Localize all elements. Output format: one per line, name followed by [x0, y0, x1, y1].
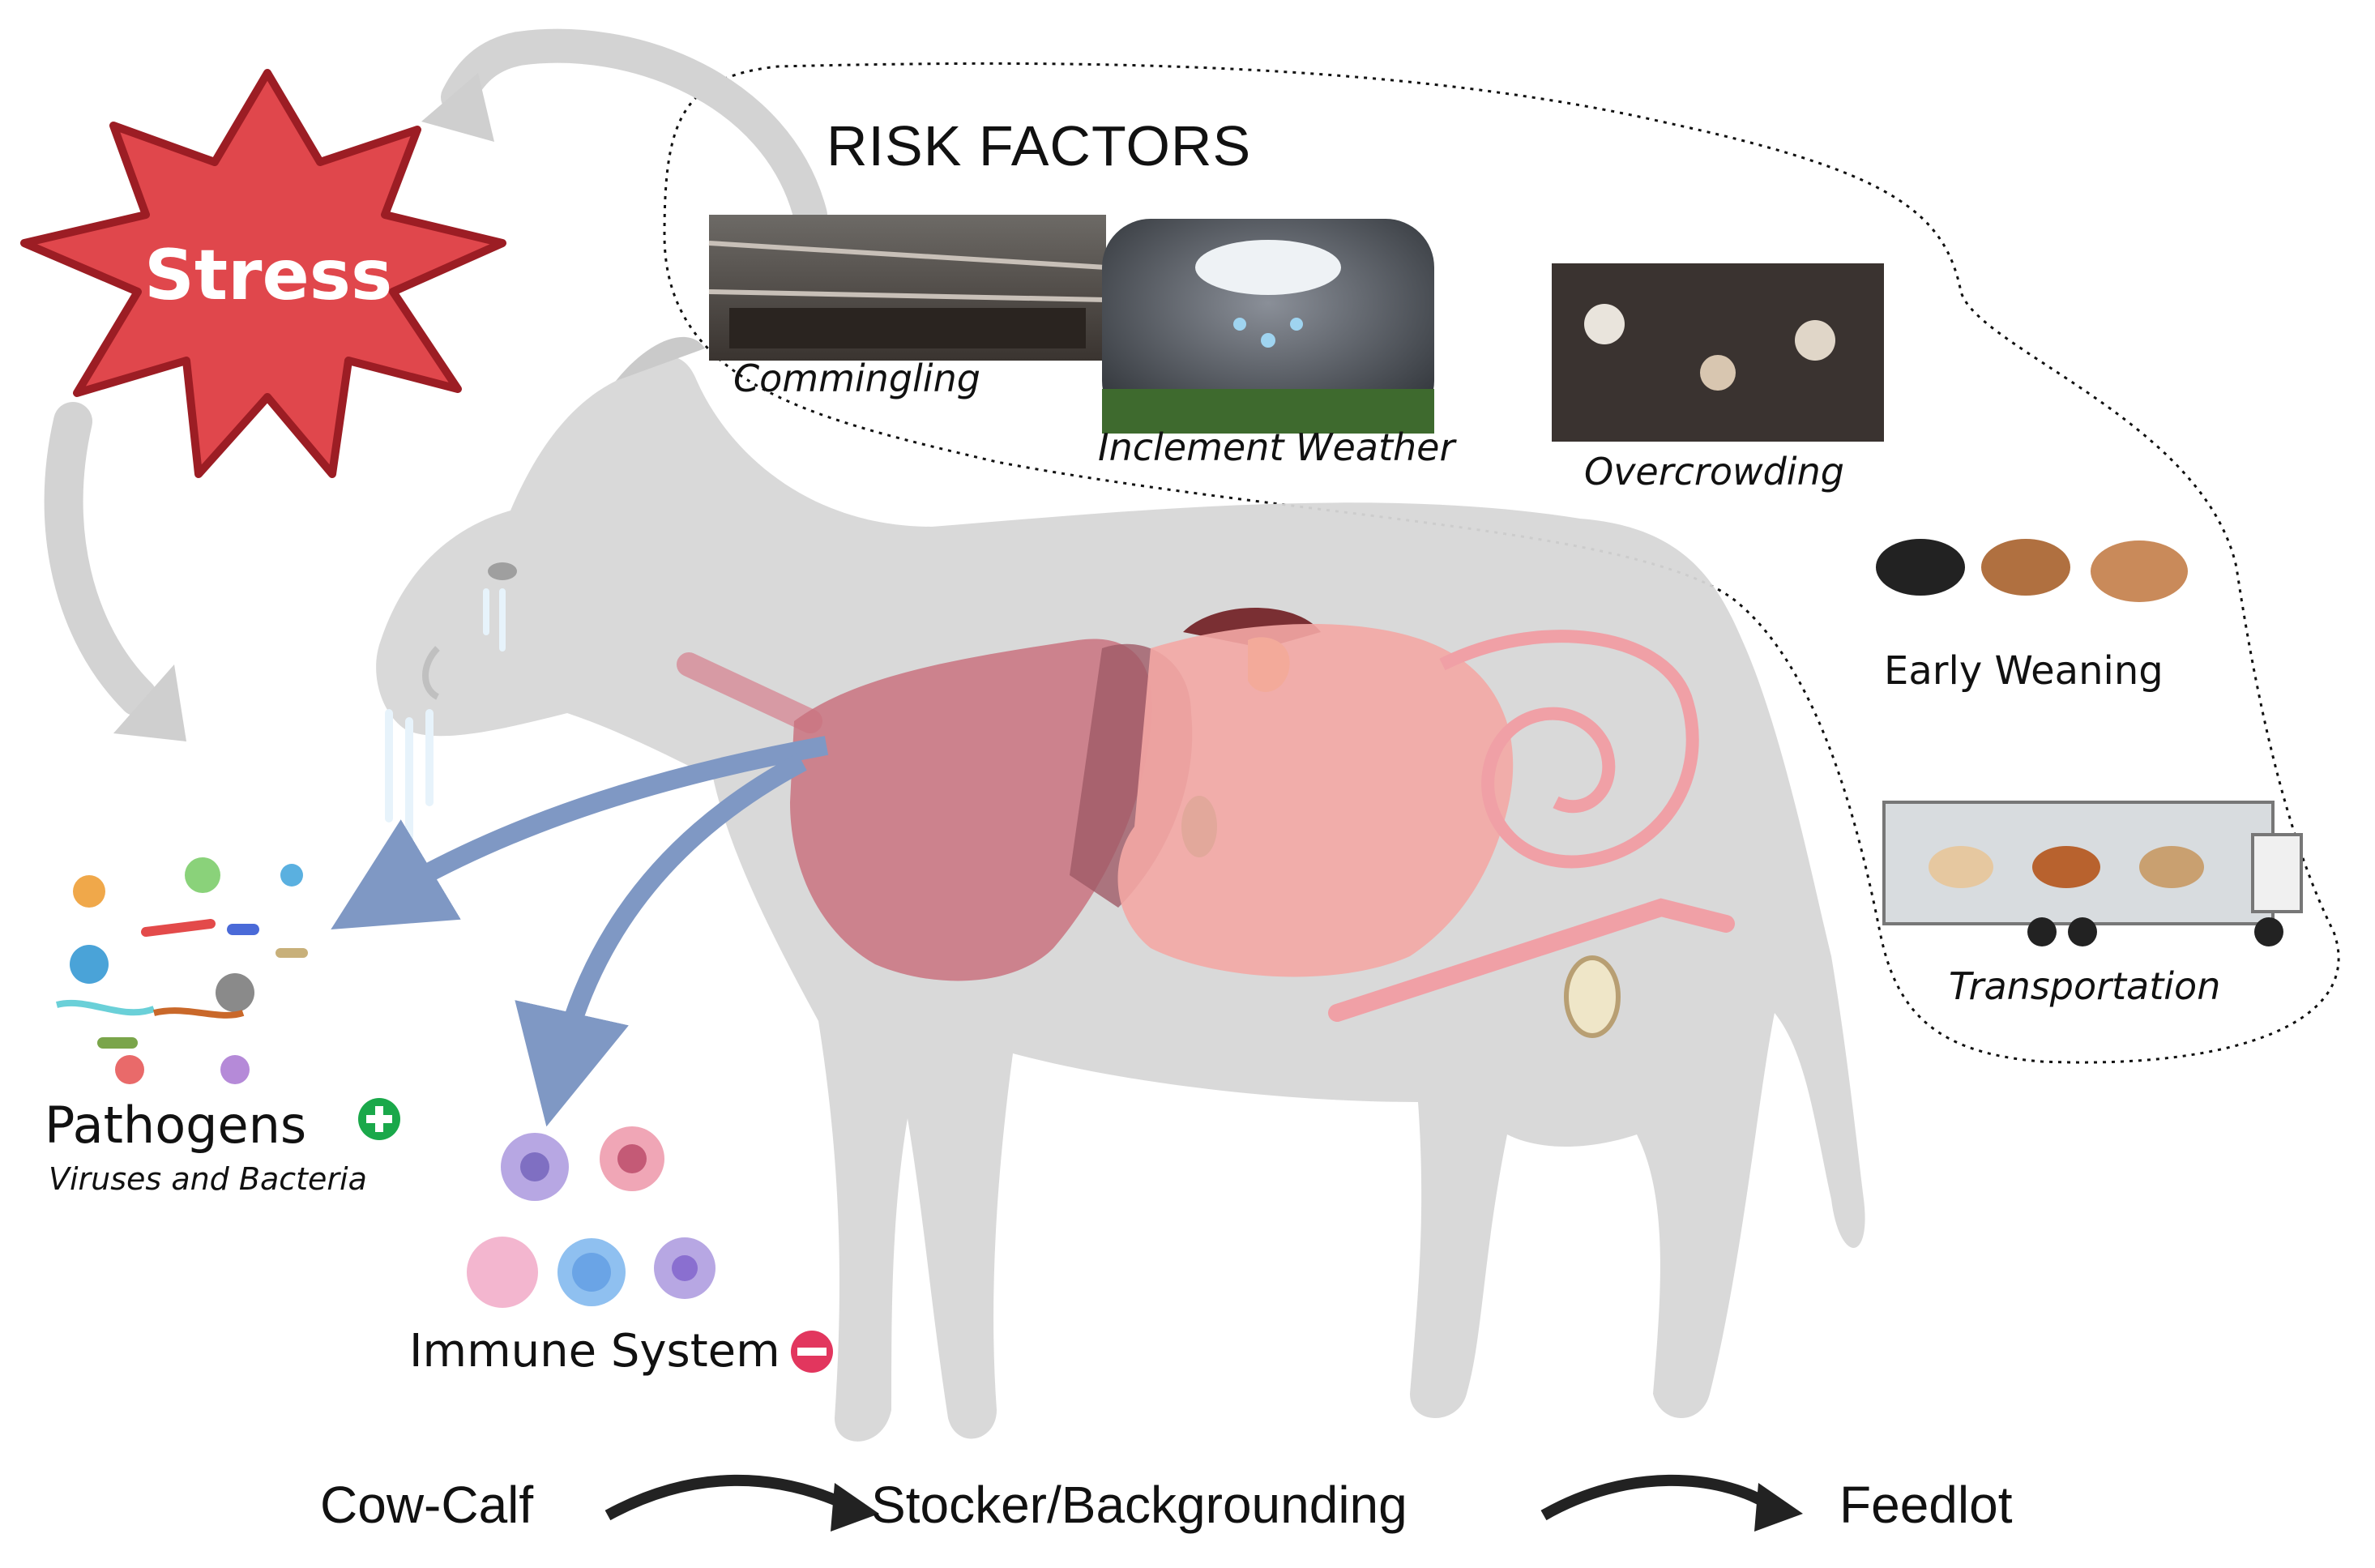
risk-factor-overcrowding-label: Overcrowding	[1584, 450, 1844, 493]
feedlot-pens-photo	[708, 215, 1107, 361]
risk-factor-commingling-label: Commingling	[733, 357, 980, 400]
pathogens-sublabel: Viruses and Bacteria	[49, 1161, 367, 1197]
crowded-cattle-photo	[1552, 263, 1884, 442]
stress-to-pathogens-arrow	[44, 402, 157, 716]
stage-arrow-2	[1540, 1474, 1770, 1521]
organs-illustration	[677, 608, 1735, 1038]
risk-factors-title: RISK FACTORS	[827, 114, 1252, 177]
risk-factor-inclement-weather-label: Inclement Weather	[1098, 425, 1455, 469]
lung-to-immune-arrow	[515, 753, 807, 1127]
risk-to-stress-arrow	[441, 28, 827, 232]
stage-stocker: Stocker/Backgrounding	[871, 1476, 1407, 1534]
calves-photo	[1868, 519, 2200, 632]
pathogens-label: Pathogens	[45, 1096, 307, 1155]
plus-icon	[358, 1098, 400, 1140]
stage-feedlot: Feedlot	[1839, 1476, 2013, 1534]
stress-star-icon	[20, 69, 506, 478]
risk-factor-transportation-label: Transportation	[1949, 964, 2221, 1008]
stress-label: Stress	[144, 235, 393, 316]
risk-factor-early-weaning-label: Early Weaning	[1884, 648, 2164, 694]
pathogens-cluster-icon	[56, 857, 308, 1084]
lung-to-pathogens-arrow	[331, 736, 829, 930]
immune-cells-icon	[467, 1126, 715, 1308]
stage-arrow-1	[604, 1474, 845, 1521]
minus-icon	[791, 1331, 833, 1373]
stage-cow-calf: Cow-Calf	[320, 1476, 534, 1534]
immune-system-label: Immune System	[409, 1325, 780, 1378]
storm-cloud-photo	[1102, 219, 1434, 434]
intestine-illustration	[1117, 624, 1514, 977]
lung-illustration	[790, 639, 1152, 981]
cattle-truck-photo	[1882, 801, 2303, 946]
